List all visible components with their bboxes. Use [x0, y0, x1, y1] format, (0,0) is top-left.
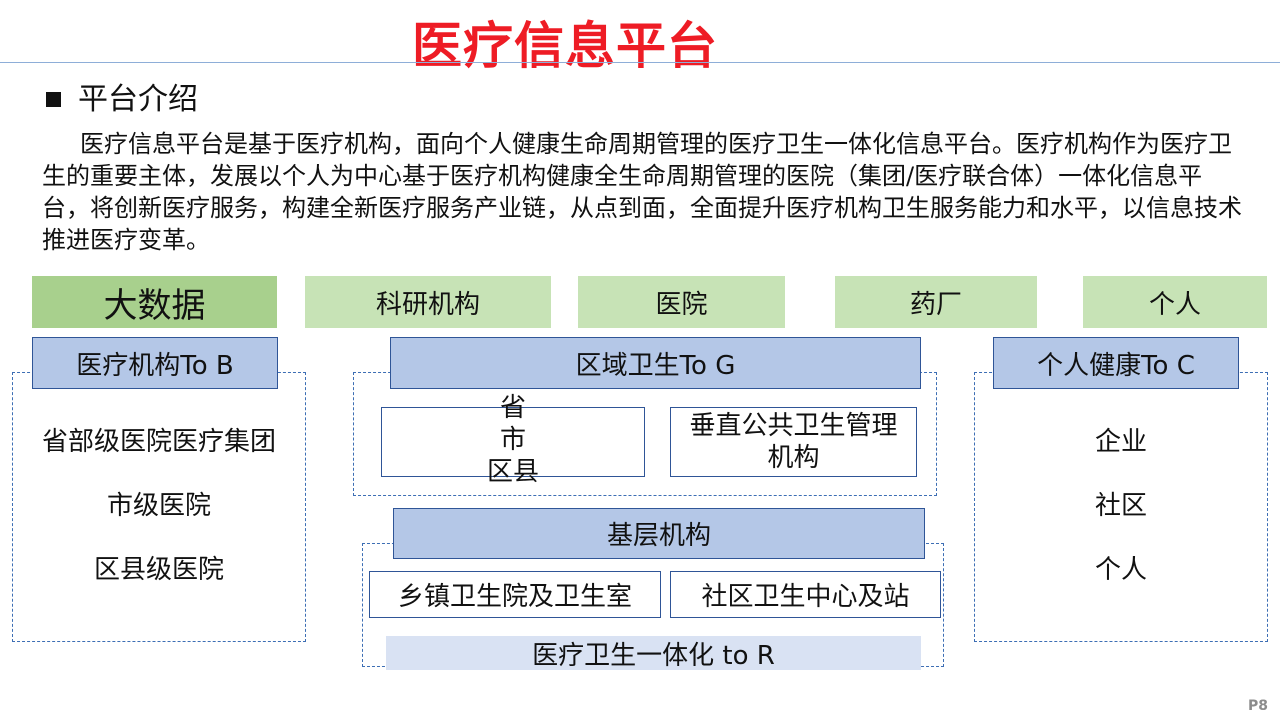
to-c-item: 社区: [1094, 491, 1147, 521]
title-divider: [0, 62, 1280, 63]
to-c-item: 企业: [1094, 427, 1147, 457]
section-heading: 平台介绍: [78, 82, 198, 117]
community-center-box: 社区卫生中心及站: [670, 571, 941, 618]
intro-paragraph: 医疗信息平台是基于医疗机构，面向个人健康生命周期管理的医疗卫生一体化信息平台。医…: [42, 130, 1242, 254]
to-c-list: 企业 社区 个人: [974, 424, 1268, 616]
research-institutions-box: 科研机构: [305, 276, 551, 328]
to-b-item: 省部级医院医疗集团: [41, 427, 276, 457]
big-data-box: 大数据: [32, 276, 277, 328]
to-g-header: 区域卫生To G: [390, 337, 921, 389]
individual-box: 个人: [1083, 276, 1267, 328]
box-line: 垂直公共卫生管理: [689, 411, 898, 441]
square-bullet-icon: [46, 92, 61, 107]
box-line: 机构: [767, 443, 820, 473]
to-c-item: 个人: [1094, 555, 1147, 585]
township-clinic-box: 乡镇卫生院及卫生室: [369, 571, 661, 618]
page-number: P8: [1247, 698, 1268, 714]
slide-title: 医疗信息平台: [412, 17, 718, 75]
province-city-county-box: 省 市 区县: [381, 393, 645, 487]
grassroots-header: 基层机构: [393, 508, 925, 559]
to-b-item: 区县级医院: [93, 555, 224, 585]
pharma-box: 药厂: [835, 276, 1037, 328]
to-c-header: 个人健康To C: [993, 337, 1239, 389]
hospital-box: 医院: [578, 276, 785, 328]
box-line: 区县: [486, 457, 539, 487]
to-b-item: 市级医院: [106, 491, 211, 521]
box-line: 省: [499, 393, 526, 423]
to-b-list: 省部级医院医疗集团 市级医院 区县级医院: [12, 424, 306, 616]
integration-to-r-bar: 医疗卫生一体化 to R: [386, 636, 921, 671]
box-line: 市: [499, 425, 526, 455]
to-b-header: 医疗机构To B: [32, 337, 278, 389]
vertical-public-health-box: 垂直公共卫生管理 机构: [670, 407, 917, 477]
